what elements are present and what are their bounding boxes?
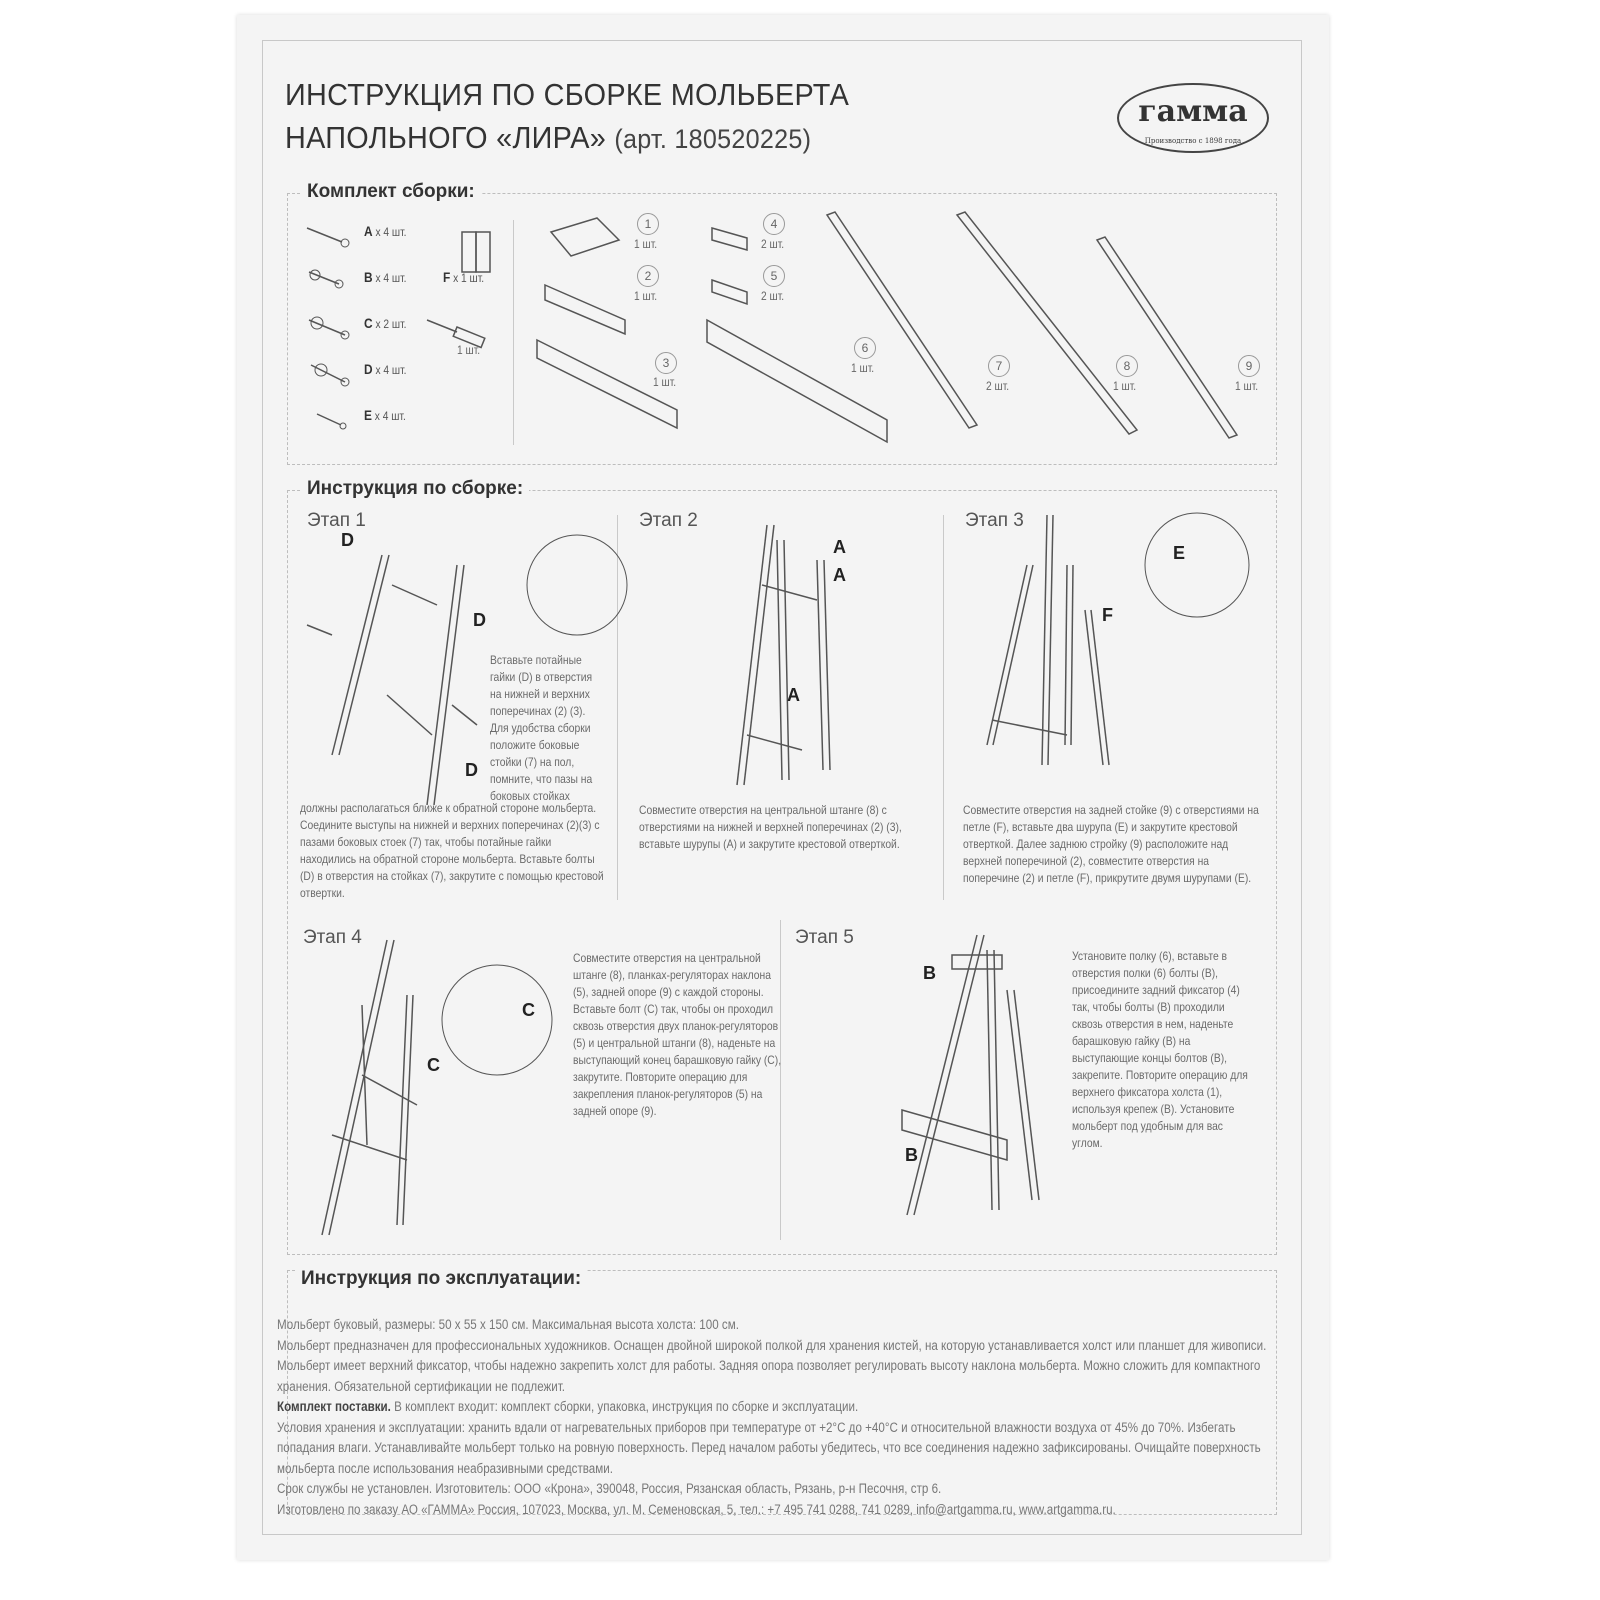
screw-e-icon xyxy=(316,413,347,430)
storage-conditions-text: Условия хранения и эксплуатации: хранить… xyxy=(277,1419,1261,1476)
kit-heading: Комплект сборки: xyxy=(301,181,481,203)
operation-section xyxy=(287,1270,1277,1515)
stage-3-title: Этап 3 xyxy=(965,510,1024,531)
part-number-7: 7 xyxy=(988,355,1010,377)
stage-5-diagram xyxy=(901,934,1040,1216)
part-number-1: 1 xyxy=(637,213,659,235)
label-c: C xyxy=(522,1000,535,1020)
stage-5-title: Этап 5 xyxy=(795,927,854,948)
label-a: A xyxy=(787,685,800,705)
hardware-a: A x 4 шт. xyxy=(364,223,407,239)
hardware-drawings xyxy=(306,227,491,430)
part-number-8: 8 xyxy=(1116,355,1138,377)
stage-4-title: Этап 4 xyxy=(303,927,362,948)
stage-1-side-text: Вставьте потайные гайки (D) в отверстия … xyxy=(490,653,593,803)
title-line-2: НАПОЛЬНОГО «ЛИРА» xyxy=(285,120,607,155)
hardware-e: E x 4 шт. xyxy=(364,407,406,423)
hardware-d: D x 4 шт. xyxy=(364,361,407,377)
stage-3-text: Совместите отверстия на задней стойке (9… xyxy=(963,803,1259,885)
stage-5-text: Установите полку (6), вставьте в отверст… xyxy=(1072,949,1248,1150)
part-qty-5: 2 шт. xyxy=(761,289,785,303)
hardware-b: B x 4 шт. xyxy=(364,269,407,285)
part-7-icon xyxy=(825,211,979,429)
stage-divider xyxy=(780,920,781,1240)
part-number-5: 5 xyxy=(763,265,785,287)
part-qty-9: 1 шт. xyxy=(1235,379,1259,393)
assembly-heading: Инструкция по сборке: xyxy=(301,478,530,500)
label-d: D xyxy=(341,530,354,550)
specs-text: Мольберт буковый, размеры: 50 х 55 х 150… xyxy=(277,1317,739,1332)
bolt-b-icon xyxy=(308,269,344,289)
screw-a-icon xyxy=(306,227,350,248)
part-qty-6: 1 шт. xyxy=(851,361,875,375)
assembly-section xyxy=(287,490,1277,1255)
delivery-contents: В комплект входит: комплект сборки, упак… xyxy=(394,1399,859,1414)
instruction-sheet: ИНСТРУКЦИЯ ПО СБОРКЕ МОЛЬБЕРТА НАПОЛЬНОГ… xyxy=(237,15,1329,1560)
label-e: E xyxy=(1173,543,1186,563)
contacts-text: Изготовлено по заказу АО «ГАММА» Россия,… xyxy=(277,1501,1116,1517)
stage-4-text: Совместите отверстия на центральной штан… xyxy=(573,951,782,1118)
logo-word: гамма xyxy=(1138,94,1248,129)
hinge-f-icon xyxy=(461,231,491,273)
operation-text: Мольберт буковый, размеры: 50 х 55 х 150… xyxy=(277,1315,1287,1520)
page-frame xyxy=(262,40,1302,1535)
part-qty-7: 2 шт. xyxy=(986,379,1010,393)
part-number-4: 4 xyxy=(763,213,785,235)
parts-drawings xyxy=(536,211,1239,444)
part-5-icon xyxy=(711,278,748,306)
logo-tagline: Производство с 1898 года xyxy=(1144,137,1242,145)
part-number-3: 3 xyxy=(655,352,677,374)
label-d: D xyxy=(473,610,486,630)
part-9-icon xyxy=(1095,236,1239,439)
label-a: A xyxy=(833,537,846,557)
delivery-label: Комплект поставки. xyxy=(277,1399,391,1414)
part-qty-2: 1 шт. xyxy=(634,289,658,303)
part-number-6: 6 xyxy=(854,337,876,359)
kit-section xyxy=(287,193,1277,465)
screwdriver-icon xyxy=(426,319,486,349)
stage-4-diagram xyxy=(321,939,553,1236)
part-6-icon xyxy=(706,318,888,444)
screwdriver-qty: 1 шт. xyxy=(457,343,481,357)
label-f: F xyxy=(1102,605,1113,625)
stage-3-diagram xyxy=(986,512,1250,766)
part-qty-8: 1 шт. xyxy=(1113,379,1137,393)
label-b: B xyxy=(905,1145,918,1165)
label-b: B xyxy=(923,963,936,983)
part-qty-1: 1 шт. xyxy=(634,237,658,251)
part-1-icon xyxy=(549,217,621,257)
stage-2-diagram xyxy=(736,524,831,786)
manufacturer-text: Срок службы не установлен. Изготовитель:… xyxy=(277,1481,942,1496)
stage-1-title: Этап 1 xyxy=(307,510,366,531)
stage-divider xyxy=(943,515,944,900)
stage-2-title: Этап 2 xyxy=(639,510,698,531)
part-8-icon xyxy=(955,211,1139,435)
stage-divider xyxy=(617,515,618,900)
operation-heading: Инструкция по эксплуатации: xyxy=(295,1268,588,1290)
hardware-c: C x 2 шт. xyxy=(364,315,407,331)
label-a: A xyxy=(833,565,846,585)
part-2-icon xyxy=(544,283,626,336)
part-number-9: 9 xyxy=(1238,355,1260,377)
part-qty-4: 2 шт. xyxy=(761,237,785,251)
label-d: D xyxy=(465,760,478,780)
part-3-icon xyxy=(536,338,678,430)
part-qty-3: 1 шт. xyxy=(653,375,677,389)
nut-d-icon xyxy=(310,363,350,387)
part-4-icon xyxy=(711,227,748,251)
hardware-f: F x 1 шт. xyxy=(443,269,485,285)
stage-1-text: должны располагаться ближе к обратной ст… xyxy=(300,801,604,900)
gamma-logo: гамма Производство с 1898 года xyxy=(1117,83,1269,153)
article-number: (арт. 180520225) xyxy=(614,124,812,154)
title-line-1: ИНСТРУКЦИЯ ПО СБОРКЕ МОЛЬБЕРТА xyxy=(285,77,850,112)
delivery-text: Комплект поставки. В комплект входит: ко… xyxy=(277,1397,1275,1418)
stage-2-text: Совместите отверстия на центральной штан… xyxy=(639,803,902,851)
label-c: C xyxy=(427,1055,440,1075)
document-title: ИНСТРУКЦИЯ ПО СБОРКЕ МОЛЬБЕРТА НАПОЛЬНОГ… xyxy=(285,73,849,161)
part-number-2: 2 xyxy=(637,265,659,287)
description-text: Мольберт предназначен для профессиональн… xyxy=(277,1337,1267,1394)
kit-divider xyxy=(513,220,514,445)
bolt-c-icon xyxy=(308,316,350,340)
stage-1-diagram xyxy=(306,534,628,806)
